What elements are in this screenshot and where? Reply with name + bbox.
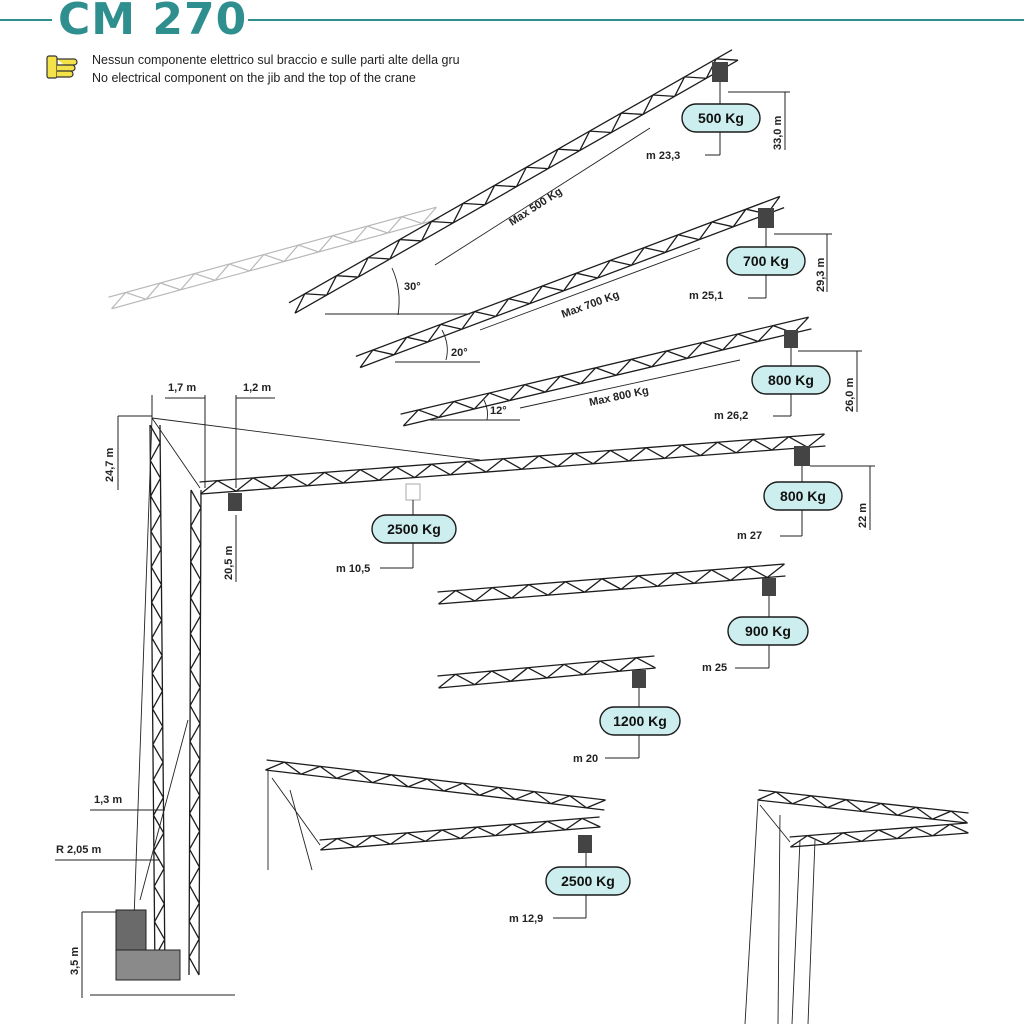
reach-value: m 25: [702, 662, 727, 674]
base-height: 3,5 m: [69, 947, 81, 975]
load-value: 1200 Kg: [613, 713, 667, 729]
max-load-label: Max 800 Kg: [588, 385, 650, 409]
angle-label: 30°: [404, 281, 421, 293]
jib-config-25: 900 Kg m 25: [437, 563, 809, 674]
load-value: 2500 Kg: [387, 521, 441, 537]
hook-block: [794, 446, 810, 466]
load-badge: [681, 103, 761, 133]
height-value: 29,3 m: [815, 258, 827, 292]
notice-text-en: No electrical component on the jib and t…: [92, 71, 416, 85]
tip-offset-2: 1,2 m: [243, 382, 271, 394]
load-value: 700 Kg: [743, 253, 789, 269]
reach-value: m 25,1: [689, 290, 723, 302]
folded-crane: 2500 Kg m 12,9: [265, 759, 631, 925]
load-badge: [763, 481, 843, 511]
angle-label: 20°: [451, 347, 468, 359]
counterweight: [115, 909, 147, 951]
load-value: 800 Kg: [768, 372, 814, 388]
partial-crane: [744, 789, 969, 1024]
load-badge: [726, 246, 806, 276]
height-value: 26,0 m: [844, 378, 856, 412]
load-badge: [727, 616, 809, 646]
height-value: 33,0 m: [772, 116, 784, 150]
load-value: 900 Kg: [745, 623, 791, 639]
hook-height: 20,5 m: [223, 546, 235, 580]
reach-value: m 23,3: [646, 150, 680, 162]
ghost-hook: [405, 483, 421, 501]
header-rule-left: [0, 19, 52, 21]
ghost-jib: [108, 206, 440, 310]
load-value: 2500 Kg: [561, 873, 615, 889]
jib-config-12: 12° Max 800 Kg 800 Kg m 26,2 26,0 m: [400, 316, 862, 427]
load-badge: [599, 706, 681, 736]
slew-radius: R 2,05 m: [56, 844, 101, 856]
slewing-base: [115, 949, 181, 981]
jib-config-30: 30° Max 500 Kg 500 Kg m 23,3 33,0 m: [288, 49, 790, 316]
angle-label: 12°: [490, 405, 507, 417]
notice-text-it: Nessun componente elettrico sul braccio …: [92, 53, 460, 67]
hook-block: [228, 493, 242, 511]
hook-block: [632, 670, 646, 688]
reach-value: m 26,2: [714, 410, 748, 422]
reach-value: m 27: [737, 530, 762, 542]
mast-offset: 1,3 m: [94, 794, 122, 806]
jib-config-20m: 1200 Kg m 20: [437, 655, 681, 765]
reach-value: m 20: [573, 753, 598, 765]
hook-block: [784, 330, 798, 348]
tip-offset-1: 1,7 m: [168, 382, 196, 394]
load-badge: [751, 365, 831, 395]
height-value: 22 m: [857, 503, 869, 528]
load-value: 800 Kg: [780, 488, 826, 504]
reach-value: m 10,5: [336, 563, 370, 575]
max-load-label: Max 700 Kg: [560, 289, 621, 321]
load-badge: [545, 866, 631, 896]
hook-block: [758, 208, 774, 228]
hook-block: [578, 835, 592, 853]
main-crane: 2500 Kg m 10,5 800 Kg m 27 22 m 1,7 m 1,…: [55, 382, 875, 998]
top-height: 24,7 m: [104, 448, 116, 482]
reach-value: m 12,9: [509, 913, 543, 925]
hook-block: [712, 62, 728, 82]
load-value: 500 Kg: [698, 110, 744, 126]
page-title: CM 270: [58, 0, 248, 45]
hook-block: [762, 578, 776, 596]
header-rule-right: [248, 19, 1024, 21]
load-badge: [371, 514, 457, 544]
pointing-hand-icon: [46, 55, 78, 79]
max-load-label: Max 500 Kg: [507, 185, 564, 228]
